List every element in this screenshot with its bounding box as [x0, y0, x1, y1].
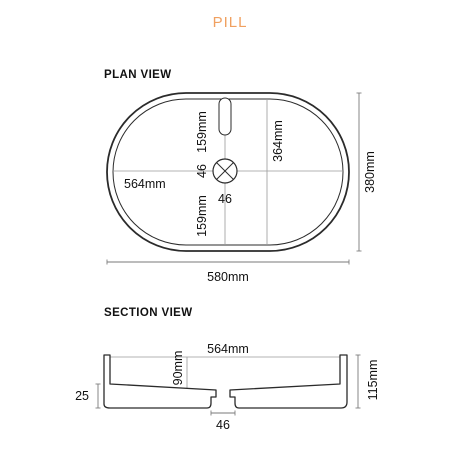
- section-bowl-depth-label: 90mm: [171, 351, 185, 386]
- section-view-drawing: [95, 354, 361, 416]
- section-base-height-label: 25: [75, 389, 89, 403]
- section-view-heading: SECTION VIEW: [104, 307, 193, 319]
- plan-inner-width-label: 364mm: [271, 120, 285, 162]
- waste-cross-b: [216, 162, 234, 180]
- plan-inner-length-label: 564mm: [124, 177, 166, 191]
- overflow-slot: [218, 97, 232, 136]
- plan-overall-width-label: 380mm: [363, 151, 377, 193]
- plan-overall-length-label: 580mm: [207, 270, 249, 284]
- plan-waste-diameter-vertical-label: 46: [195, 164, 209, 178]
- section-total-height-label: 115mm: [366, 360, 380, 401]
- plan-waste-diameter-label: 46: [218, 192, 232, 206]
- plan-view-heading: PLAN VIEW: [104, 69, 172, 81]
- basin-outer-rim: [106, 92, 350, 252]
- section-inner-length-label: 564mm: [207, 342, 249, 356]
- plan-upper-offset-label: 159mm: [195, 111, 209, 153]
- plan-lower-offset-label: 159mm: [195, 195, 209, 237]
- section-waste-width-label: 46: [216, 418, 230, 432]
- product-title: PILL: [213, 14, 248, 31]
- section-right-profile: [229, 354, 348, 409]
- plan-view-drawing: [106, 92, 362, 265]
- section-left-profile: [103, 354, 217, 409]
